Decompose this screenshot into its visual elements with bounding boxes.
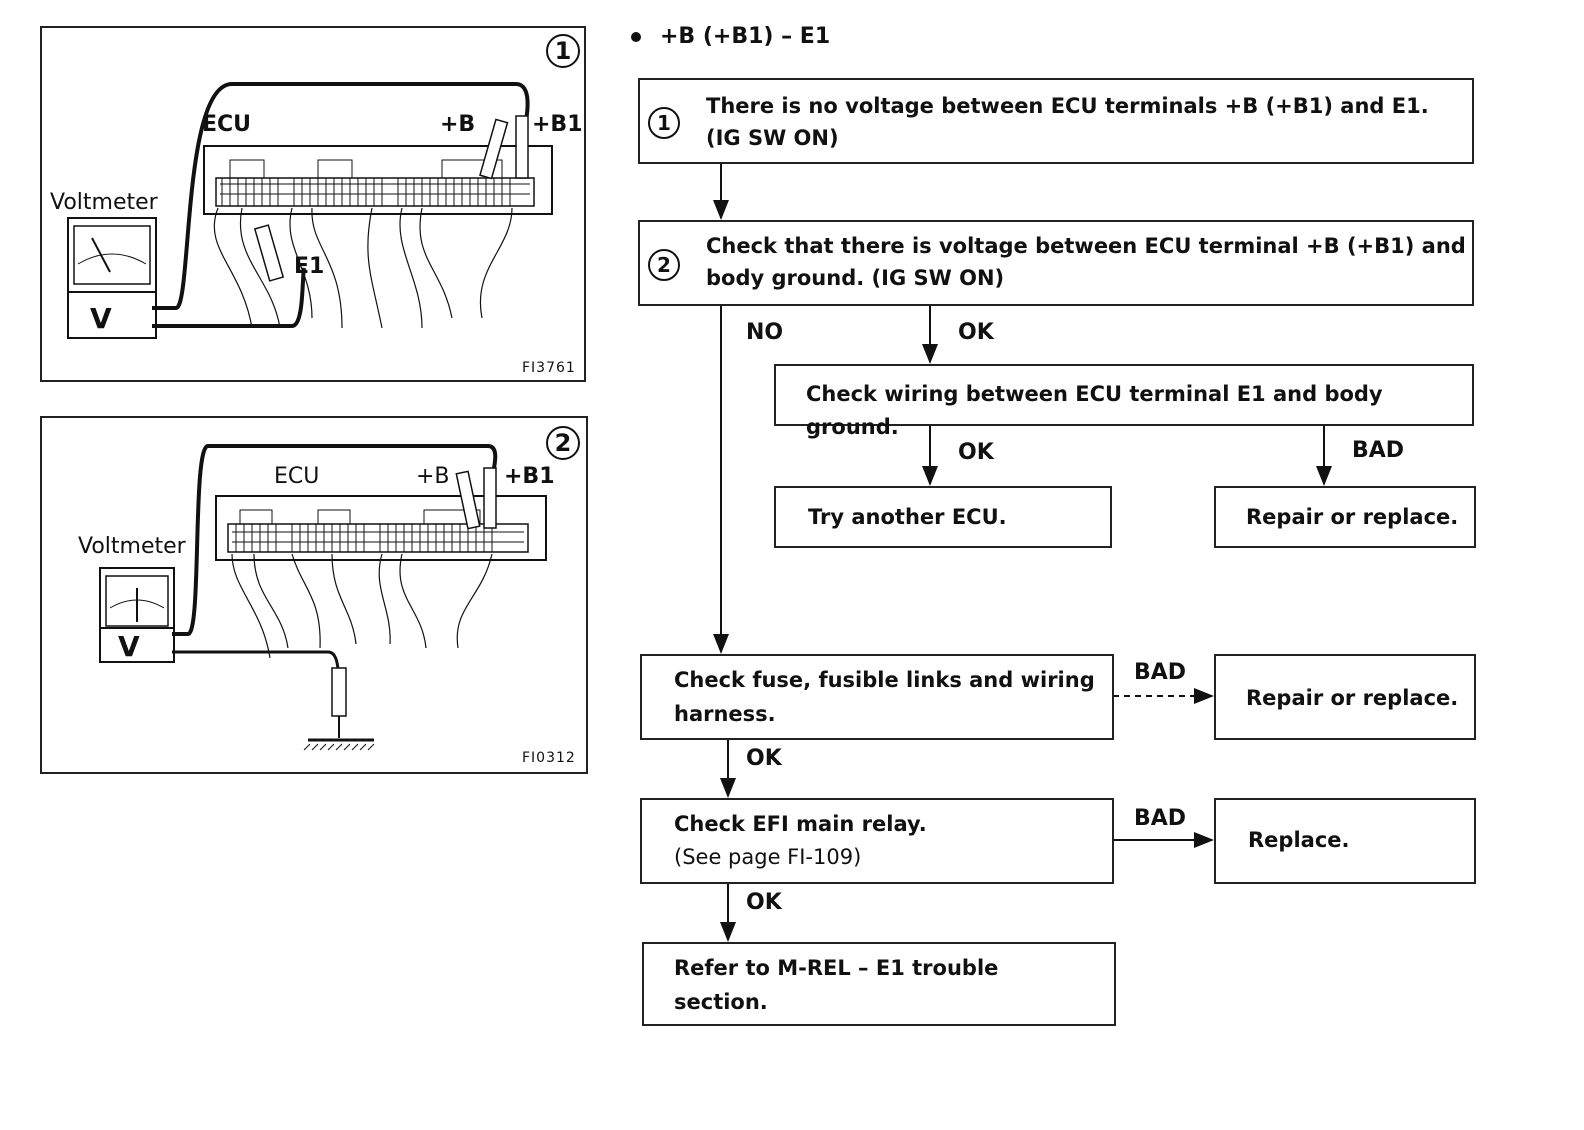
ecu-label: ECU [274, 464, 320, 489]
check-wiring-text: Check wiring between ECU terminal E1 and… [806, 382, 1383, 439]
label-bad: BAD [1352, 438, 1405, 463]
figure-1-ecu-e1-test: 1 ECU +B +B1 Voltmeter V E1 FI3761 [40, 26, 586, 382]
label-ok: OK [958, 320, 994, 345]
ecu-connector [215, 177, 535, 207]
step-number-badge: 1 [648, 107, 680, 139]
voltmeter-v-label: V [90, 302, 112, 335]
heading-bullet [631, 32, 641, 42]
check-fuse-box: Check fuse, fusible links and wiring har… [640, 654, 1114, 740]
step-2-line-1: Check that there is voltage between ECU … [706, 234, 1466, 258]
figure-number-badge: 2 [546, 426, 580, 460]
check-relay-line-1: Check EFI main relay. [674, 812, 927, 836]
check-relay-line-2: (See page FI-109) [674, 845, 862, 869]
repair-replace-box-1: Repair or replace. [1214, 486, 1476, 548]
step-2-box: 2 Check that there is voltage between EC… [638, 220, 1474, 306]
e1-label: E1 [294, 254, 325, 279]
try-ecu-box: Try another ECU. [774, 486, 1112, 548]
figure-code: FI3761 [522, 360, 576, 376]
label-ok: OK [746, 890, 782, 915]
plus-b-label: +B [440, 112, 476, 137]
replace-text: Replace. [1248, 828, 1350, 852]
figure-2-ecu-ground-test: 2 ECU +B +B1 Voltmeter V FI0312 [40, 416, 588, 774]
section-heading: +B (+B1) – E1 [660, 24, 831, 49]
label-bad: BAD [1134, 806, 1187, 831]
plus-b-label: +B [416, 464, 450, 489]
voltmeter-label: Voltmeter [50, 190, 158, 215]
voltmeter-v-label: V [118, 630, 140, 663]
replace-box: Replace. [1214, 798, 1476, 884]
plus-b1-label: +B1 [532, 112, 583, 137]
check-wiring-box: Check wiring between ECU terminal E1 and… [774, 364, 1474, 439]
voltmeter-label: Voltmeter [78, 534, 186, 559]
try-ecu-text: Try another ECU. [808, 505, 1007, 529]
figure-code: FI0312 [522, 750, 576, 766]
label-no: NO [746, 320, 784, 345]
repair-replace-text: Repair or replace. [1246, 686, 1459, 710]
figure-1-drawing [67, 82, 553, 339]
label-bad: BAD [1134, 660, 1187, 685]
check-fuse-line-2: harness. [674, 702, 776, 726]
refer-line-1: Refer to M-REL – E1 trouble [674, 956, 999, 980]
check-fuse-line-1: Check fuse, fusible links and wiring [674, 668, 1095, 692]
step-1-line-1: There is no voltage between ECU terminal… [706, 94, 1429, 118]
refer-line-2: section. [674, 990, 768, 1014]
step-2-line-2: body ground. (IG SW ON) [706, 266, 1005, 290]
repair-replace-box-2: Repair or replace. [1214, 654, 1476, 740]
step-1-box: 1 There is no voltage between ECU termin… [638, 78, 1474, 164]
step-1-line-2: (IG SW ON) [706, 126, 839, 150]
figure-number-badge: 1 [546, 34, 580, 68]
figure-2-drawing [99, 444, 547, 751]
ecu-label: ECU [202, 112, 252, 137]
refer-box: Refer to M-REL – E1 trouble section. [642, 942, 1116, 1026]
check-relay-box: Check EFI main relay. (See page FI-109) [640, 798, 1114, 884]
label-ok: OK [746, 746, 782, 771]
label-ok: OK [958, 440, 994, 465]
step-number-badge: 2 [648, 249, 680, 281]
plus-b1-label: +B1 [504, 464, 555, 489]
repair-replace-text: Repair or replace. [1246, 505, 1459, 529]
